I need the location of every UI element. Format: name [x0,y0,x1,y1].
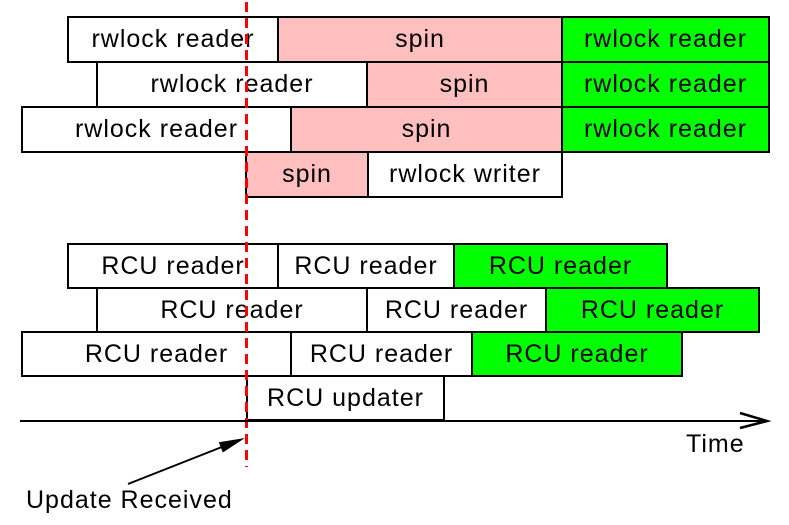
timeline-box-rcu-updater: RCU updater [246,375,445,421]
timeline-box-rwlock-writer: rwlock writer [367,151,563,198]
timeline-box-rcu-reader: RCU reader [453,243,668,289]
timeline-box-spin: spin [366,61,563,108]
timeline-box-rwlock-reader: rwlock reader [561,61,770,108]
timeline-box-rcu-reader: RCU reader [290,331,473,377]
timeline-box-rcu-reader: RCU reader [545,287,760,333]
update-received-arrow-line [127,442,233,485]
timeline-box-rwlock-reader: rwlock reader [21,106,292,153]
time-axis-label: Time [686,430,745,458]
timeline-box-rcu-reader: RCU reader [366,287,547,333]
timeline-box-spin: spin [245,151,369,198]
timeline-box-rcu-reader: RCU reader [471,331,683,377]
timeline-box-rwlock-reader: rwlock reader [67,16,279,63]
update-received-arrowhead-icon [218,438,245,453]
update-received-label: Update Received [26,486,233,514]
timeline-box-rcu-reader: RCU reader [67,243,279,289]
timeline-box-rwlock-reader: rwlock reader [96,61,368,108]
timeline-box-spin: spin [277,16,563,63]
timeline-box-rcu-reader: RCU reader [21,331,292,377]
timeline-box-rwlock-reader: rwlock reader [561,106,770,153]
timeline-box-spin: spin [290,106,563,153]
timeline-box-rwlock-reader: rwlock reader [561,16,770,63]
timeline-box-rcu-reader: RCU reader [96,287,368,333]
time-axis-arrowhead-icon [739,411,772,430]
timeline-box-rcu-reader: RCU reader [277,243,455,289]
